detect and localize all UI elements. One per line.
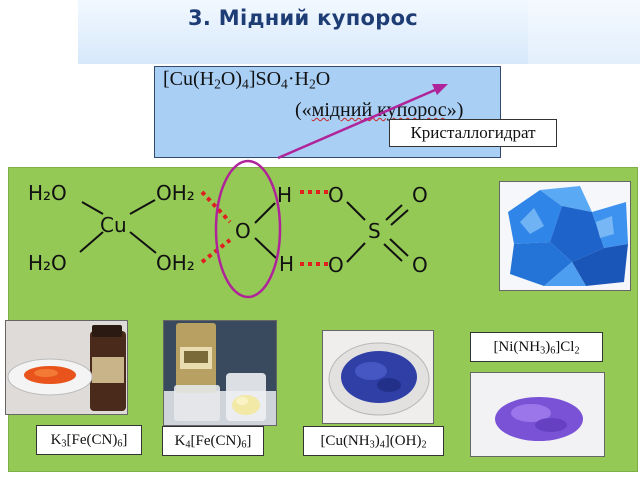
sulfate-o-top-right: O [412, 183, 428, 207]
label-potassium-ferricyanide: K3[Fe(CN)6] [36, 425, 142, 455]
bond-s-o-tl [346, 201, 366, 221]
central-atom: Cu [100, 213, 127, 237]
formula-trivial-name: («мідний купорос») [295, 99, 464, 121]
sulfur-atom: S [368, 219, 381, 243]
violet-powder-photo [470, 372, 605, 457]
title-band-right [528, 0, 640, 64]
orange-powder-dish-photo [5, 320, 128, 415]
sulfate-o-bottom-left: O [328, 253, 344, 277]
blue-crystals-photo [499, 181, 631, 291]
sulfate-o-top-left: O [328, 183, 344, 207]
crystallohydrate-label: Кристаллогидрат [389, 119, 557, 147]
bond-s-o-br-1 [383, 243, 403, 262]
trivial-name-word: мідний купорос [311, 99, 447, 121]
water-oxygen: O [235, 219, 251, 243]
bond-cu-bl [79, 231, 104, 253]
ligand-top-left: H₂O [28, 181, 67, 205]
hbond-left-top [200, 190, 232, 224]
bond-s-o-tr-1 [385, 204, 403, 221]
ligand-bottom-left: H₂O [28, 251, 67, 275]
bond-cu-tl [81, 201, 104, 215]
bond-s-o-bl [346, 242, 366, 263]
title-band [78, 0, 528, 64]
blue-powder-dish-photo [322, 330, 434, 424]
bond-s-o-tr-2 [390, 209, 409, 226]
arrow-head [432, 84, 448, 95]
slide-title: 3. Мідний купорос [187, 6, 419, 30]
label-potassium-ferrocyanide: K4[Fe(CN)6] [162, 426, 264, 456]
bond-o-h-bottom [254, 237, 277, 259]
bond-cu-tr [129, 199, 156, 215]
water-highlight-ellipse [214, 159, 282, 299]
ligand-bottom-right: OH₂ [156, 251, 195, 275]
sulfate-o-bottom-right: O [412, 253, 428, 277]
bond-o-h-top [254, 202, 276, 224]
ligand-top-right: OH₂ [156, 181, 195, 205]
formula-main: [Cu(H2O)4]SO4·H2O [163, 68, 331, 92]
bond-s-o-br-2 [389, 238, 409, 257]
label-nickel-ammine-chloride: [Ni(NH3)6]Cl2 [470, 332, 603, 362]
highlight-arrow [277, 88, 436, 160]
reagent-jar-photo [163, 320, 277, 426]
label-copper-ammine-hydroxide: [Cu(NH3)4](OH)2 [303, 426, 444, 456]
water-h-top: H [277, 183, 292, 207]
hbond-left-bottom [200, 238, 232, 264]
bond-cu-br [129, 231, 157, 254]
water-h-bottom: H [279, 252, 294, 276]
